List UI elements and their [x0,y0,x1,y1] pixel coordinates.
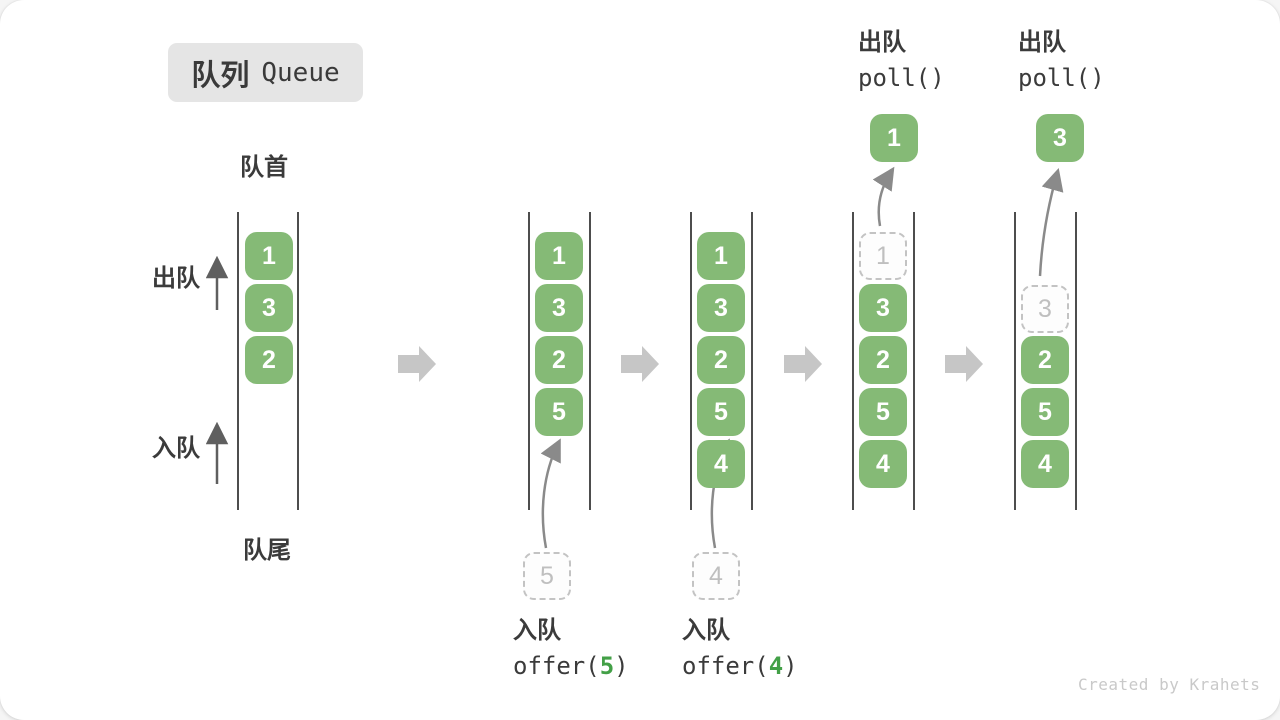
dequeue-label: 出队 [152,265,200,292]
dequeue-caption: 出队 poll() [858,29,945,93]
queue-cell: 5 [535,388,583,436]
queue-cell: 2 [535,336,583,384]
queue-cell: 2 [1021,336,1069,384]
queue-wall [1014,212,1016,510]
queue-front-label: 队首 [240,154,288,181]
caption-code: offer(4) [682,652,798,681]
queue-cell: 2 [697,336,745,384]
caption-code: poll() [858,64,945,93]
watermark: Created by Krahets [1078,675,1261,694]
enqueue-caption: 入队 offer(5) [513,617,629,681]
dequeue-curved-arrow-icon [1038,167,1064,277]
title-box: 队列 Queue [168,43,363,102]
queue-cell: 2 [245,336,293,384]
queue-wall [237,212,239,510]
dequeued-cell: 3 [1036,114,1084,162]
caption-op: 入队 [682,617,730,644]
caption-arg: 5 [599,652,615,681]
queue-cell: 4 [1021,440,1069,488]
transition-block-arrow-icon [398,346,436,382]
removed-cell: 1 [859,232,907,280]
enqueue-caption: 入队 offer(4) [682,617,798,681]
queue-wall [1075,212,1077,510]
queue-wall [297,212,299,510]
pending-cell: 4 [692,552,740,600]
dequeue-curved-arrow-icon [872,166,895,227]
caption-arg: 4 [768,652,784,681]
queue-cell: 4 [697,440,745,488]
caption-code: offer(5) [513,652,629,681]
pending-cell: 5 [523,552,571,600]
enqueue-curved-arrow-icon [540,438,561,549]
transition-block-arrow-icon [784,346,822,382]
queue-cell: 3 [859,284,907,332]
removed-cell: 3 [1021,285,1069,333]
caption-op: 入队 [513,617,561,644]
caption-code: poll() [1018,64,1105,93]
queue-cell: 3 [535,284,583,332]
queue-cell: 1 [535,232,583,280]
queue-wall [751,212,753,510]
queue-cell: 2 [859,336,907,384]
queue-cell: 4 [859,440,907,488]
title-en: Queue [261,57,340,88]
dequeue-caption: 出队 poll() [1018,29,1105,93]
queue-cell: 1 [245,232,293,280]
queue-cell: 1 [697,232,745,280]
queue-rear-label: 队尾 [243,537,291,564]
queue-cell: 3 [697,284,745,332]
queue-cell: 3 [245,284,293,332]
queue-wall [589,212,591,510]
transition-block-arrow-icon [621,346,659,382]
enqueue-label: 入队 [152,435,200,462]
queue-wall [690,212,692,510]
queue-wall [852,212,854,510]
caption-op: 出队 [858,29,906,56]
caption-op: 出队 [1018,29,1066,56]
queue-cell: 5 [1021,388,1069,436]
queue-wall [528,212,530,510]
queue-wall [913,212,915,510]
title-zh: 队列 [191,59,250,92]
transition-block-arrow-icon [945,346,983,382]
dequeued-cell: 1 [870,114,918,162]
queue-cell: 5 [697,388,745,436]
queue-cell: 5 [859,388,907,436]
